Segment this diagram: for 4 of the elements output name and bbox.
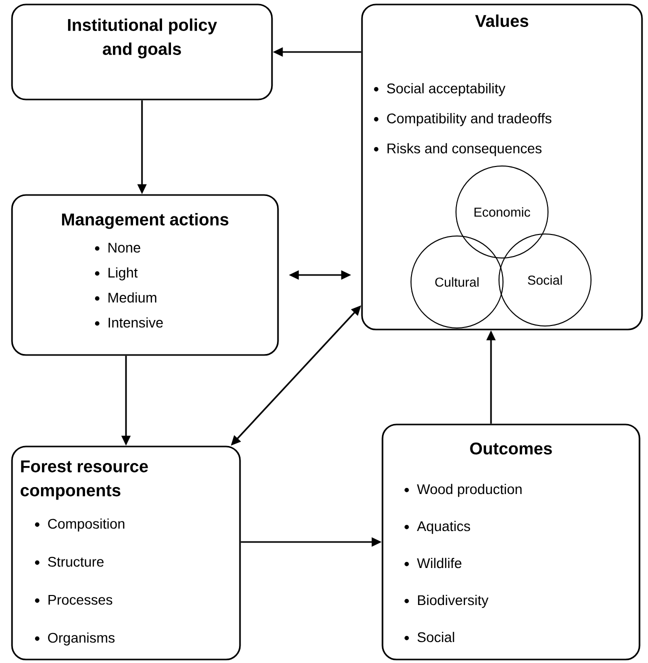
process-box: Forest resource components Composition Structure Processes Organisms <box>11 446 241 660</box>
process-box: Institutional policy and goals <box>11 4 273 100</box>
process-box: Management actions None Light Medium Intensive <box>11 194 279 356</box>
process-box: Outcomes Wood production Aquatics Wildlife Biodiversity Social <box>382 424 640 660</box>
